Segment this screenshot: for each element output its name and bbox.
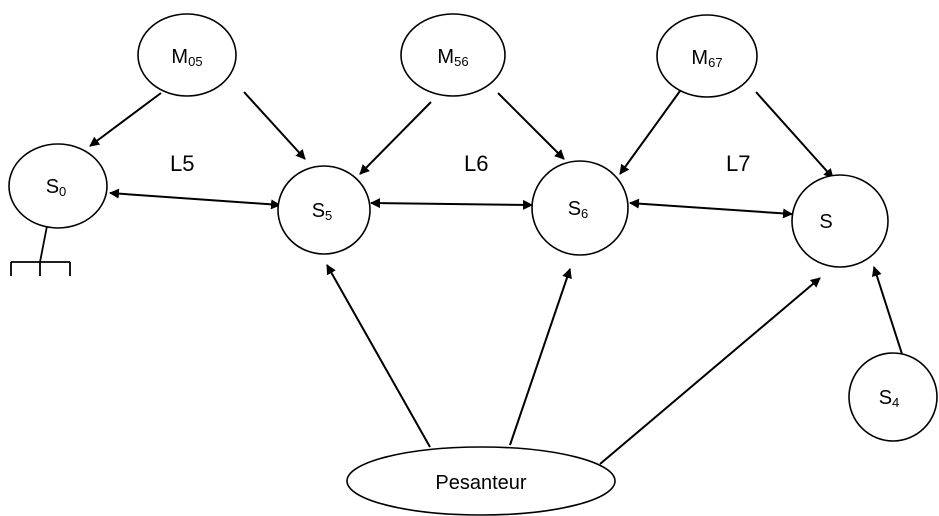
node-M05: M05: [137, 13, 237, 97]
node-M67-sub: 67: [708, 55, 722, 70]
node-S5-base: S: [312, 200, 325, 222]
edge-M56-S5: [359, 101, 432, 175]
svg-text:S4: S4: [879, 387, 900, 410]
node-S: S: [791, 174, 889, 268]
edge-S0-S5-link: [109, 188, 281, 210]
edge-M05-S5: [243, 91, 306, 160]
node-S4: S4: [848, 352, 938, 442]
node-M56: M56: [400, 13, 506, 97]
edge-M67-S6: [619, 90, 681, 175]
node-pesanteur: Pesanteur: [346, 446, 616, 516]
edges-layer: [89, 90, 903, 465]
node-S0-sub: 0: [59, 184, 66, 199]
node-M56-sub: 56: [454, 54, 468, 69]
svg-text:S0: S0: [46, 176, 67, 199]
edge-M67-S: [755, 91, 834, 179]
edge-S6-S-link: [629, 198, 793, 219]
node-M67-base: M: [691, 47, 708, 69]
edge-pesanteur-S5: [326, 264, 431, 448]
node-S6-base: S: [568, 198, 581, 220]
node-S0: S0: [8, 143, 108, 229]
edge-M05-S0: [89, 92, 162, 147]
ground-symbol: [10, 225, 71, 276]
edge-M56-S6: [497, 92, 565, 160]
svg-text:S: S: [819, 211, 832, 233]
node-S5-sub: 5: [325, 208, 332, 223]
edge-S5-S6-link: [370, 198, 533, 210]
node-M56-base: M: [437, 46, 454, 68]
node-M05-sub: 05: [188, 54, 202, 69]
node-S5: S5: [277, 165, 371, 255]
edge-pesanteur-S6: [509, 268, 572, 446]
node-pesanteur-label: Pesanteur: [435, 472, 527, 494]
node-S-base: S: [819, 211, 832, 233]
svg-text:M56: M56: [437, 46, 468, 69]
svg-text:M05: M05: [171, 46, 202, 69]
node-S6: S6: [531, 160, 629, 256]
node-M67: M67: [656, 14, 758, 98]
edge-S4-S: [871, 266, 903, 355]
link-label-L7: L7: [726, 151, 750, 176]
node-S4-sub: 4: [892, 395, 899, 410]
node-S0-base: S: [46, 176, 59, 198]
link-labels: L5 L6 L7: [170, 151, 750, 176]
svg-text:S5: S5: [312, 200, 333, 223]
node-S4-base: S: [879, 387, 892, 409]
link-label-L5: L5: [170, 151, 194, 176]
svg-text:S6: S6: [568, 198, 589, 221]
node-M05-base: M: [171, 46, 188, 68]
link-label-L6: L6: [464, 151, 488, 176]
svg-text:M67: M67: [691, 47, 722, 70]
node-S6-sub: 6: [581, 206, 588, 221]
edge-pesanteur-S: [599, 277, 821, 465]
